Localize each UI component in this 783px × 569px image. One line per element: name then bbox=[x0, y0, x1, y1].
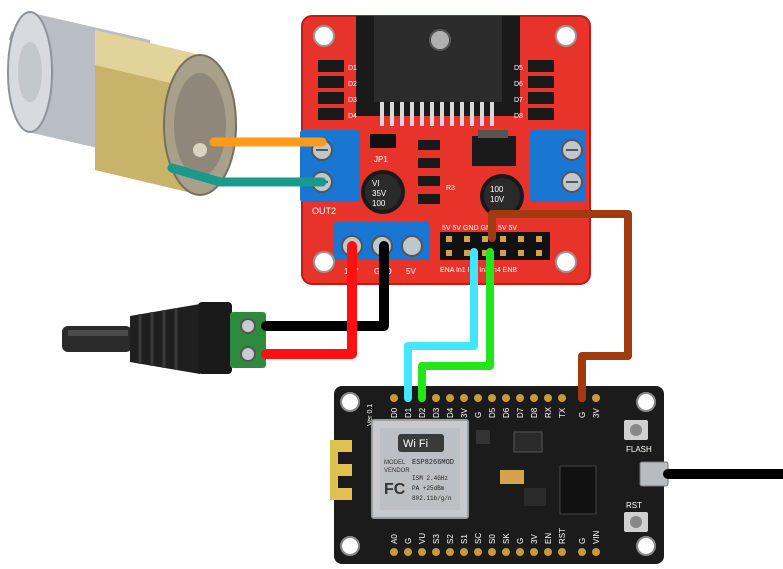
power-label-5v: 5V bbox=[406, 267, 416, 276]
wire-green bbox=[418, 248, 494, 402]
pin-label-top: TX bbox=[558, 407, 567, 418]
diode-label-d3: D3 bbox=[348, 97, 357, 104]
module-line-2: PA +25dBm bbox=[412, 485, 445, 492]
pin-label-top: 3V bbox=[460, 408, 469, 418]
wire-brown bbox=[488, 210, 632, 402]
svg-text:10V: 10V bbox=[490, 195, 505, 204]
header-top-label: 5V 5V GND GND 5V 5V bbox=[442, 225, 517, 232]
pin-label-bottom: G bbox=[516, 538, 525, 544]
capacitor-left: VI 35V 100 bbox=[361, 170, 405, 214]
out1-terminal bbox=[530, 130, 586, 202]
out2-label: OUT2 bbox=[312, 206, 336, 216]
wire-teal bbox=[167, 163, 327, 187]
pin-label-bottom: RST bbox=[558, 528, 567, 544]
wire-black bbox=[261, 241, 389, 331]
pin-label-top: D6 bbox=[502, 407, 511, 418]
pin-label-top: D2 bbox=[418, 407, 427, 418]
pin-label-bottom: S2 bbox=[446, 534, 455, 544]
pin-label-top: D3 bbox=[432, 407, 441, 418]
diode-label-d2: D2 bbox=[348, 81, 357, 88]
diode-label-d6: D6 bbox=[514, 81, 523, 88]
header-bottom-label: ENA In1 In2 In3 In4 ENB bbox=[440, 267, 517, 274]
model-label: MODEL bbox=[384, 460, 406, 466]
pin-label-bottom: G bbox=[578, 538, 587, 544]
pin-label-top: D5 bbox=[488, 407, 497, 418]
pin-label-bottom: S3 bbox=[432, 534, 441, 544]
pin-label-bottom: SC bbox=[474, 533, 483, 544]
pin-label-bottom: VIN bbox=[592, 530, 601, 544]
diode-label-d5: D5 bbox=[514, 65, 523, 72]
diode-label-d1: D1 bbox=[348, 65, 357, 72]
pin-label-bottom: G bbox=[404, 538, 413, 544]
wifi-text: Wi Fi bbox=[403, 438, 428, 450]
pin-label-bottom: S0 bbox=[488, 534, 497, 544]
pin-label-bottom: EN bbox=[544, 533, 553, 544]
svg-text:100: 100 bbox=[490, 185, 504, 194]
pin-label-bottom: S1 bbox=[460, 534, 469, 544]
svg-text:35V: 35V bbox=[372, 189, 387, 198]
wire-cyan bbox=[404, 248, 478, 402]
diode-label-d4: D4 bbox=[348, 113, 357, 120]
svg-text:FC: FC bbox=[384, 481, 406, 498]
svg-text:100: 100 bbox=[372, 199, 386, 208]
capacitor-right: 100 10V bbox=[480, 174, 524, 218]
nodemcu-board-icon: D0 D1 D2 D3 D4 3V G D5 D6 D7 D8 RX TX G 3V A0 G VU S3 S2 S1… bbox=[330, 386, 669, 564]
pin-label-top: D1 bbox=[404, 407, 413, 418]
vendor-label: VENDOR bbox=[384, 468, 410, 474]
flash-button[interactable] bbox=[624, 420, 648, 440]
pin-label-top: RX bbox=[544, 406, 553, 418]
pin-label-top: 3V bbox=[592, 408, 601, 418]
pin-label-bottom: A0 bbox=[390, 534, 399, 544]
resistor-label: R3 bbox=[446, 185, 455, 192]
fcc-logo-icon: FC bbox=[384, 481, 406, 498]
wifi-logo-icon: Wi Fi bbox=[398, 434, 444, 452]
version-label: Ver 0.1 bbox=[367, 404, 374, 426]
rst-label: RST bbox=[626, 501, 642, 510]
pin-label-top: D7 bbox=[516, 407, 525, 418]
svg-text:VI: VI bbox=[372, 179, 380, 188]
pin-label-top: D8 bbox=[530, 407, 539, 418]
pin-label-top: D4 bbox=[446, 407, 455, 418]
rst-button[interactable] bbox=[624, 512, 648, 532]
pin-label-bottom: SK bbox=[502, 533, 511, 544]
pin-label-top: D0 bbox=[390, 407, 399, 418]
module-name: ESP8266MOD bbox=[412, 459, 454, 467]
module-line-1: ISM 2.4GHz bbox=[412, 475, 448, 482]
diode-label-d8: D8 bbox=[514, 113, 523, 120]
l298n-driver-icon: D1 D2 D3 D4 D5 D6 D7 D8 JP1 VI 35V 100 1… bbox=[300, 15, 591, 285]
pin-label-bottom: VU bbox=[418, 533, 427, 544]
jumper-label: JP1 bbox=[374, 155, 388, 164]
dc-motor-icon bbox=[7, 11, 237, 196]
wires bbox=[167, 137, 783, 479]
pin-label-top: G bbox=[474, 412, 483, 418]
pin-label-bottom: 3V bbox=[530, 534, 539, 544]
flash-label: FLASH bbox=[626, 445, 652, 454]
dc-jack-icon bbox=[62, 302, 266, 374]
module-line-3: 802.11b/g/n bbox=[412, 495, 452, 502]
wire-red bbox=[261, 241, 357, 359]
diode-label-d7: D7 bbox=[514, 97, 523, 104]
pin-label-top: G bbox=[578, 412, 587, 418]
